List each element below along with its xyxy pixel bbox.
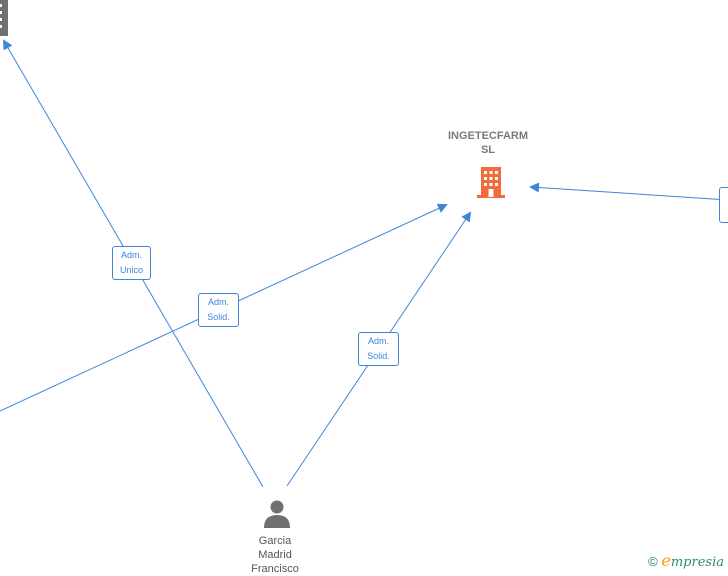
copyright-symbol: © (648, 554, 658, 569)
edge-label-line2: Solid. (367, 351, 390, 361)
person-name-line1: Garcia (258, 535, 292, 547)
edge-right-offscreen (529, 182, 728, 201)
edge-label-line1: Adm. (207, 297, 229, 307)
person-name[interactable]: Garcia Madrid Francisco (235, 534, 315, 576)
edge-label-line2: Unico (119, 265, 143, 275)
building-icon-offscreen[interactable] (0, 0, 10, 38)
brand-initial: e (661, 551, 671, 570)
edge-label-line1: Adm. (367, 336, 389, 346)
edge-label-line1: Adm. (120, 250, 142, 260)
edge-label-adm-solid-person: Adm. Solid. (358, 332, 399, 366)
brand-name: mpresia (670, 555, 724, 570)
edge-label-adm-unico: Adm. Unico (112, 246, 151, 280)
person-name-line2: Madrid (258, 549, 292, 561)
edge-label-line2: Solid. (207, 312, 230, 322)
company-name-line2: SL (480, 144, 496, 156)
building-icon[interactable] (474, 165, 508, 199)
person-name-line3: Francisco (251, 563, 299, 575)
brand-logo: © empresia (648, 551, 724, 570)
person-icon[interactable] (262, 499, 292, 529)
company-name[interactable]: INGETECFARM SL (428, 129, 548, 157)
edge-label-adm-solid-left: Adm. Solid. (198, 293, 239, 327)
edge-label-offscreen (719, 187, 728, 223)
company-name-line1: INGETECFARM (447, 130, 529, 142)
